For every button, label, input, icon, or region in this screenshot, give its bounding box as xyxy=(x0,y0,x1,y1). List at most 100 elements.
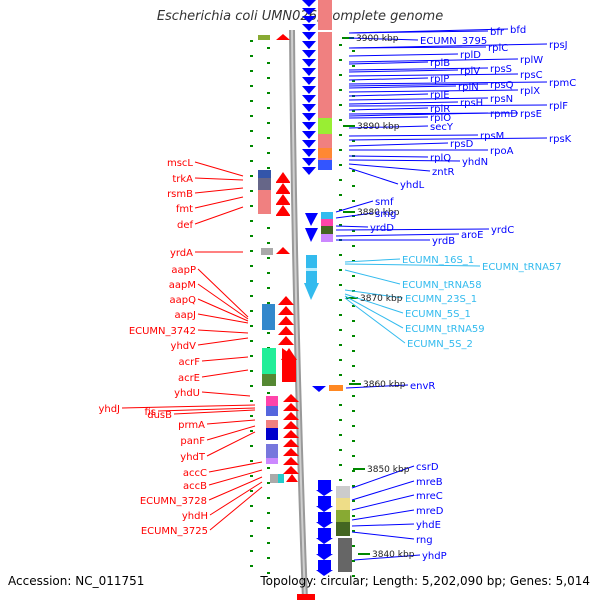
gene-label-acrf: acrF xyxy=(179,357,201,368)
dot-track-left xyxy=(250,70,253,72)
dot-track-left xyxy=(250,55,253,57)
gene-label-secy: secY xyxy=(430,122,454,133)
gene-label-mreb: mreB xyxy=(416,477,443,488)
leader-line xyxy=(344,258,401,263)
envr-feature xyxy=(312,386,326,392)
dot-track-left xyxy=(250,235,253,237)
dot-track-right-outer xyxy=(352,395,355,397)
minus-strand-block xyxy=(318,560,331,570)
dot-track-left xyxy=(250,535,253,537)
dot-track-right-outer xyxy=(352,200,355,202)
leader-line xyxy=(348,167,399,185)
leader-line xyxy=(206,419,256,425)
cog-block xyxy=(261,248,273,255)
gene-label-yhdl: yhdL xyxy=(400,180,425,191)
cog-block-blue xyxy=(318,160,332,170)
minus-strand-arrow xyxy=(316,490,333,496)
cog-block xyxy=(266,420,278,428)
plus-strand-arrow xyxy=(278,316,294,325)
ruler-label: 3880 kbp xyxy=(357,208,400,218)
plus-strand-arrow xyxy=(283,457,299,465)
dot-track-right-outer xyxy=(352,470,355,472)
genome-backbone-highlight xyxy=(291,29,306,600)
minus-strand-arrow xyxy=(302,24,316,31)
gene-label-mrec: mreC xyxy=(416,491,443,502)
cog-block xyxy=(321,219,333,226)
gene-label-yhdu: yhdU xyxy=(174,388,200,399)
dot-track-left xyxy=(250,250,253,252)
dot-track-right-outer xyxy=(352,65,355,67)
dot-track-left-inner xyxy=(267,167,270,169)
minus-strand-arrow xyxy=(302,104,316,112)
plus-strand-block xyxy=(276,193,290,194)
accession-text: Accession: NC_011751 xyxy=(8,574,145,588)
dot-track-left-inner xyxy=(267,302,270,304)
leader-line xyxy=(348,163,431,172)
minus-strand-arrow xyxy=(302,59,316,67)
gene-label-rplc: rplC xyxy=(488,43,508,54)
cog-block xyxy=(321,226,333,234)
dot-track-left-inner xyxy=(267,152,270,154)
dot-track-right xyxy=(339,314,342,316)
leader-line xyxy=(348,134,479,137)
leader-line xyxy=(351,523,415,527)
plus-strand-arrow xyxy=(283,421,299,429)
leader-line xyxy=(348,101,459,105)
gene-label-zntr: zntR xyxy=(432,167,455,178)
dot-track-right-outer xyxy=(352,335,355,337)
dot-track-left xyxy=(250,85,253,87)
leader-line xyxy=(157,407,256,412)
leader-line xyxy=(348,73,519,77)
gene-label-ecumn_trna59: ECUMN_tRNA59 xyxy=(405,324,485,335)
gene-label-yrdc: yrdC xyxy=(491,225,514,236)
leader-line xyxy=(348,97,489,101)
dot-track-right-outer xyxy=(352,305,355,307)
dot-track-left-inner xyxy=(267,47,270,49)
gene-label-rplq: rplQ xyxy=(430,153,451,164)
leader-line xyxy=(348,77,429,81)
gene-label-yrdb: yrdB xyxy=(432,236,455,247)
dot-track-right xyxy=(339,74,342,76)
gene-label-rpss: rpsS xyxy=(490,64,512,75)
minus-strand-arrow xyxy=(305,228,318,242)
ruler-label: 3840 kbp xyxy=(372,550,415,560)
gene-label-accb: accB xyxy=(183,481,207,492)
leader-line xyxy=(197,329,249,334)
dot-track-left xyxy=(250,115,253,117)
dot-track-right-outer xyxy=(352,170,355,172)
dot-track-left xyxy=(250,40,253,42)
minus-strand-arrow xyxy=(316,522,333,528)
dot-track-right-outer xyxy=(352,260,355,262)
leader-line xyxy=(348,69,459,73)
dot-track-right xyxy=(339,209,342,211)
dot-track-right xyxy=(339,464,342,466)
dot-track-right-outer xyxy=(352,110,355,112)
plus-strand-block xyxy=(276,204,290,205)
dot-track-right-outer xyxy=(352,545,355,547)
minus-strand-arrow xyxy=(302,50,316,58)
rrna-23s-feature xyxy=(304,283,319,300)
leader-line xyxy=(348,28,509,34)
dot-track-left xyxy=(250,505,253,507)
cog-block-translation xyxy=(318,32,332,170)
dot-track-left-inner xyxy=(267,497,270,499)
gene-label-rplo: rplO xyxy=(430,113,451,124)
cog-block xyxy=(262,348,276,374)
minus-strand-arrow xyxy=(302,0,316,7)
leader-line xyxy=(208,461,263,473)
dot-track-left xyxy=(250,520,253,522)
dot-track-right xyxy=(339,89,342,91)
dot-track-right xyxy=(339,479,342,481)
leader-line xyxy=(206,425,256,441)
dot-track-right xyxy=(339,119,342,121)
leader-line xyxy=(344,293,404,314)
dot-track-left xyxy=(250,445,253,447)
leader-line xyxy=(348,58,519,63)
leader-line xyxy=(197,283,249,320)
dot-track-right-outer xyxy=(352,575,355,577)
minus-strand-arrow xyxy=(302,86,316,94)
cog-block-green xyxy=(318,118,332,134)
gene-label-ecumn_trna57: ECUMN_tRNA57 xyxy=(482,262,562,273)
dot-track-right-outer xyxy=(352,560,355,562)
gene-label-yrdd: yrdD xyxy=(370,223,394,234)
